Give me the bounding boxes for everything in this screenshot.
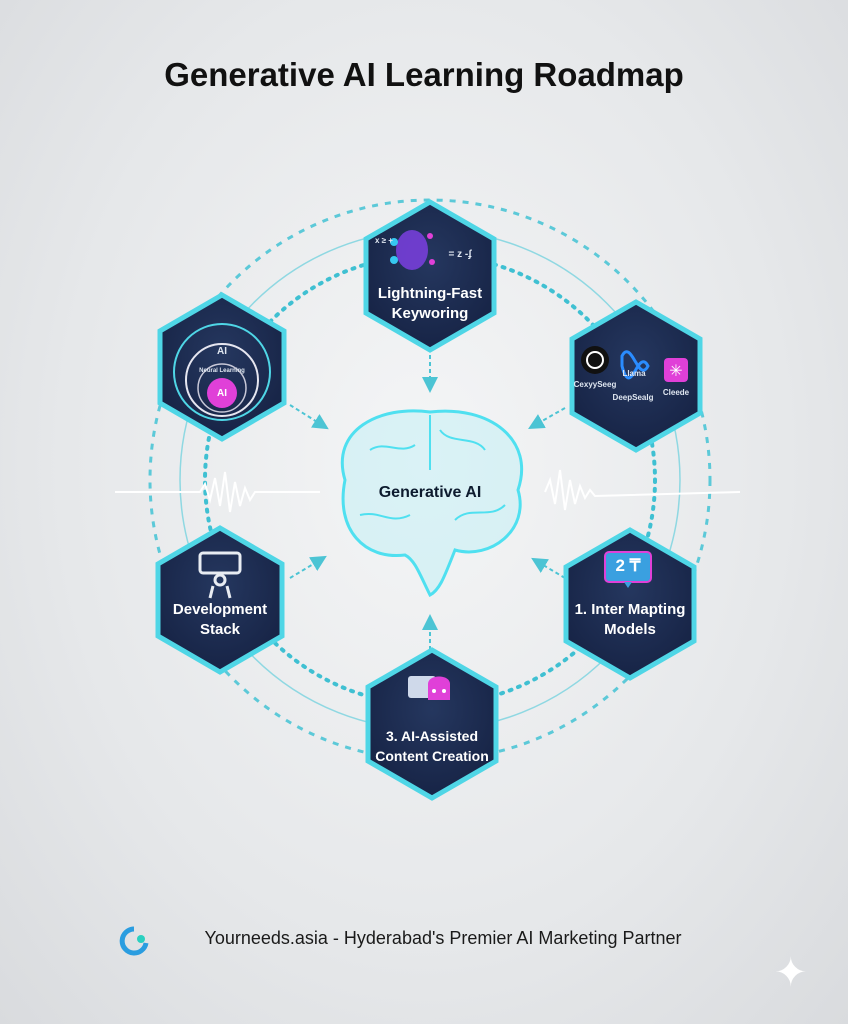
sparkle-icon: ✦ [774, 951, 808, 995]
outer-ring-label: AI [217, 346, 227, 357]
hex-top-left[interactable] [157, 292, 287, 442]
center-label: Generative AI [378, 484, 482, 501]
yourneeds-logo-icon [119, 926, 149, 956]
formula-left: x ≥ + [375, 236, 393, 245]
concentric-circles-icon [173, 323, 271, 421]
model-label: Llama [622, 369, 646, 378]
hex-bottom-label: 3. AI-Assisted Content Creation [362, 726, 502, 766]
waveform-right [544, 469, 741, 511]
model-label: CexyySeeg [573, 380, 617, 389]
hex-bottom[interactable] [365, 647, 499, 801]
label-line: Content Creation [375, 748, 489, 764]
model-label: Cleede [662, 388, 690, 397]
model-logos-icon: ✳ [581, 346, 688, 382]
waveform-left [115, 471, 320, 513]
translate-badge: 2 ₸ [615, 556, 641, 575]
footer: Yourneeds.asia - Hyderabad's Premier AI … [0, 928, 848, 949]
page-title: Generative AI Learning Roadmap [164, 56, 684, 93]
middle-ring-label: Neural Learning [199, 368, 245, 374]
inner-ring-label: AI [217, 388, 227, 399]
footer-text: Yourneeds.asia - Hyderabad's Premier AI … [204, 928, 682, 948]
hex-bottom-left-label: Development Stack [158, 600, 282, 640]
hex-top[interactable] [363, 199, 497, 353]
hex-top-label: Lightning-Fast Keyworing [366, 284, 494, 324]
label-line: 3. AI-Assisted [385, 728, 479, 744]
label-line: Lightning-Fast [377, 285, 483, 302]
label-line: Keyworing [391, 305, 469, 322]
hex-bottom-right[interactable] [563, 527, 697, 681]
chat-bot-icon [408, 676, 450, 700]
formula: = z -ʄ [448, 249, 472, 260]
brain-icon [340, 409, 524, 598]
label-line: Development [172, 601, 268, 618]
svg-text:✳: ✳ [669, 363, 682, 380]
robot-arm-icon [198, 551, 242, 599]
label-line: Stack [199, 621, 241, 638]
model-label: DeepSealg [612, 393, 654, 402]
hex-top-right[interactable] [569, 299, 703, 453]
label-line: Models [604, 621, 656, 638]
neural-network-icon [390, 230, 435, 270]
hex-bottom-left[interactable] [155, 525, 285, 675]
label-line: 1. Inter Mapting [574, 601, 686, 618]
translate-icon [604, 551, 652, 588]
hex-bottom-right-label: 1. Inter Mapting Models [560, 600, 700, 640]
